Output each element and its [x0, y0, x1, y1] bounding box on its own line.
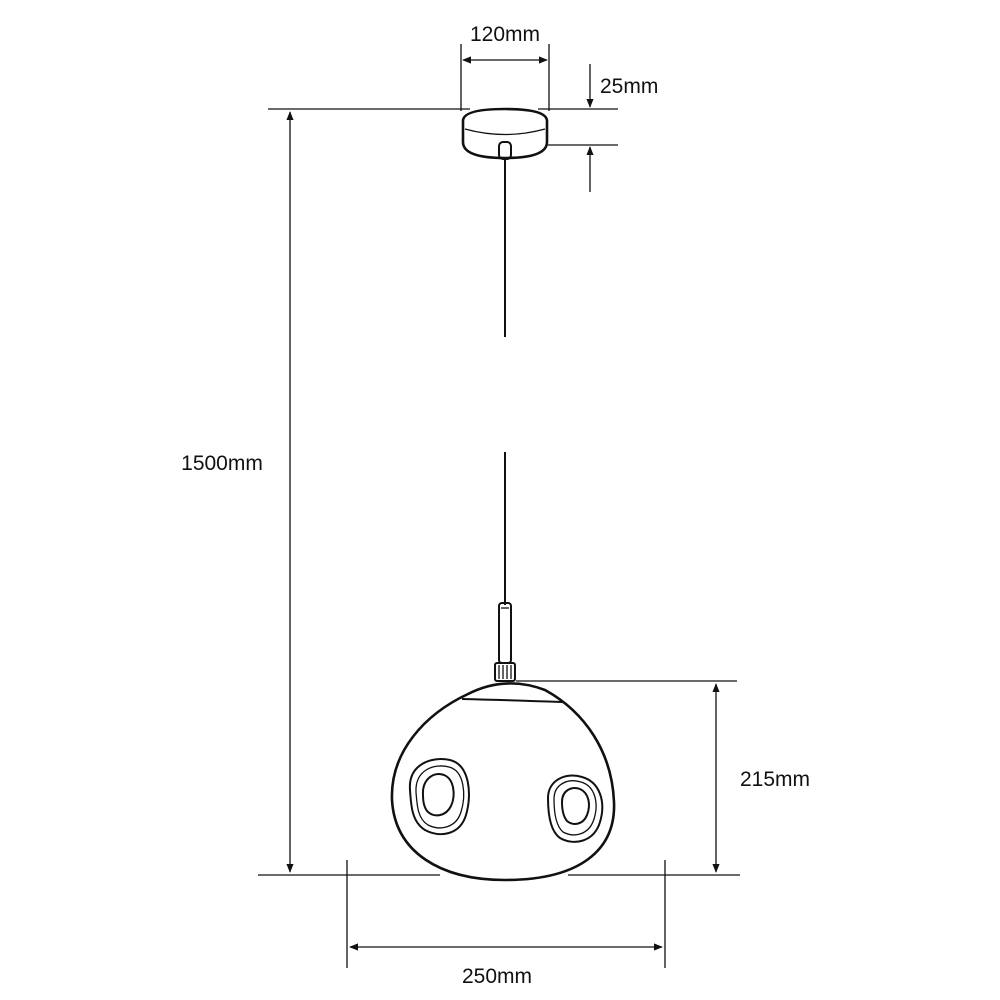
shade-width-label: 250mm: [462, 965, 532, 988]
canopy-height-dimension: 25mm: [538, 64, 658, 192]
canopy-rim-line: [464, 128, 546, 136]
shade-dimple-left: [408, 758, 470, 836]
glass-shade: [390, 682, 616, 882]
holder-stem: [498, 602, 512, 664]
canopy-body: [461, 107, 549, 160]
total-drop-dimension: 1500mm: [181, 108, 470, 876]
shade-height-dimension: 215mm: [516, 680, 810, 876]
total-drop-label: 1500mm: [181, 452, 263, 475]
holder-socket: [494, 662, 516, 682]
shade-dimple-right: [546, 774, 604, 843]
canopy-height-label: 25mm: [600, 75, 658, 98]
lamp-holder: [494, 602, 516, 682]
shade-top-cap-edge: [461, 698, 563, 703]
shade-height-label: 215mm: [740, 768, 810, 791]
shade-outline: [390, 682, 616, 882]
ceiling-canopy: [461, 107, 549, 160]
canopy-cord-grip: [498, 141, 512, 160]
shade-width-dimension: 250mm: [346, 860, 666, 988]
canopy-width-label: 120mm: [470, 23, 540, 46]
canopy-width-dimension: 120mm: [460, 23, 550, 111]
